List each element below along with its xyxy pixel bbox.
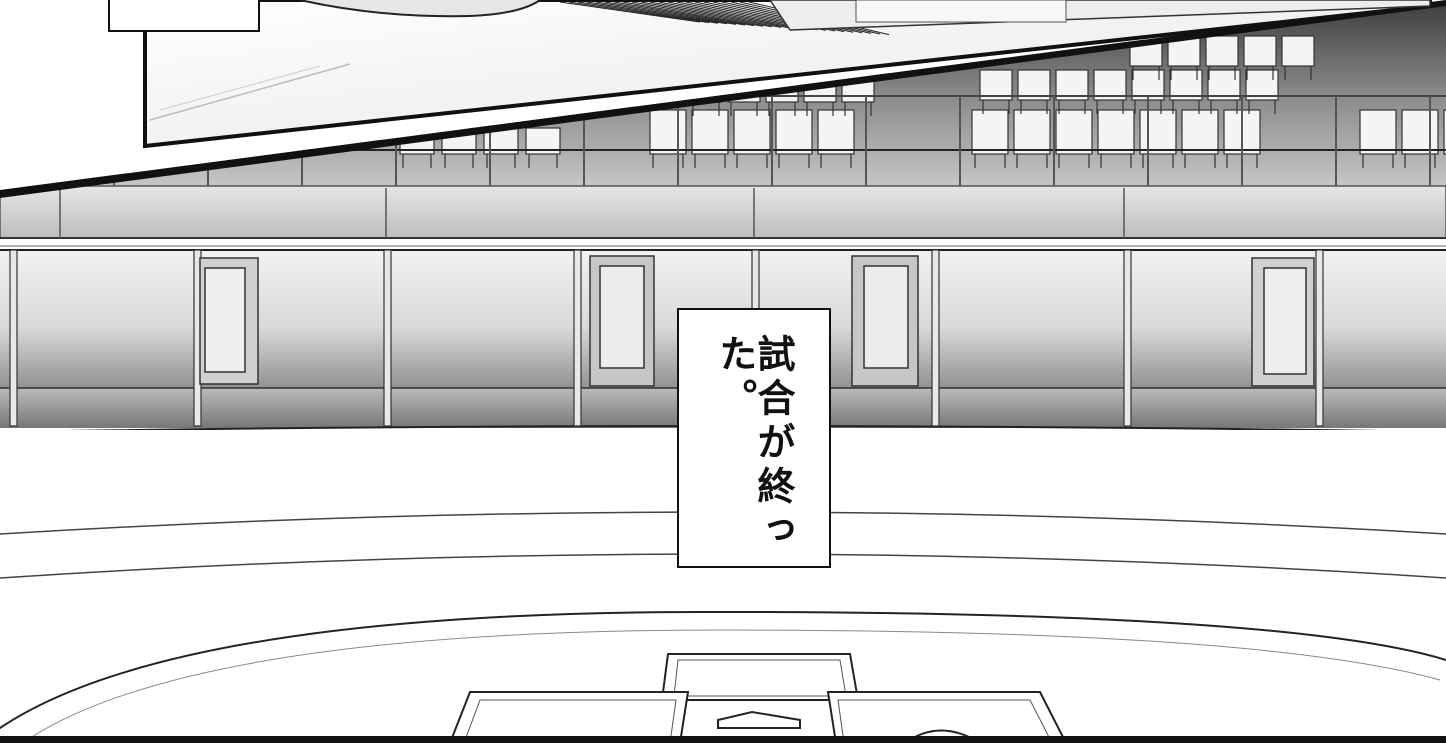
ledge-dividers: [59, 188, 1125, 238]
seat: [817, 109, 855, 155]
seat: [733, 109, 771, 155]
seat: [691, 109, 729, 155]
top-caption-box: [108, 0, 260, 32]
narration-text: 試合が終った。: [713, 334, 795, 554]
wall-doors: [199, 255, 1315, 387]
seat: [1181, 109, 1219, 155]
upper-inset-panel: [0, 0, 1446, 198]
narration-box: 試合が終った。: [677, 308, 831, 568]
seat: [1205, 35, 1239, 67]
stand-ledge: [0, 185, 1446, 247]
seat: [1281, 35, 1315, 67]
seat: [1139, 109, 1177, 155]
seat: [1055, 109, 1093, 155]
seat: [1359, 109, 1397, 155]
seat: [1401, 109, 1439, 155]
seat: [1013, 109, 1051, 155]
seat: [971, 109, 1009, 155]
seat: [1243, 35, 1277, 67]
outfield-wall: [0, 249, 1446, 433]
seat: [1443, 109, 1446, 155]
seat: [1097, 109, 1135, 155]
seat: [649, 109, 687, 155]
seat: [775, 109, 813, 155]
